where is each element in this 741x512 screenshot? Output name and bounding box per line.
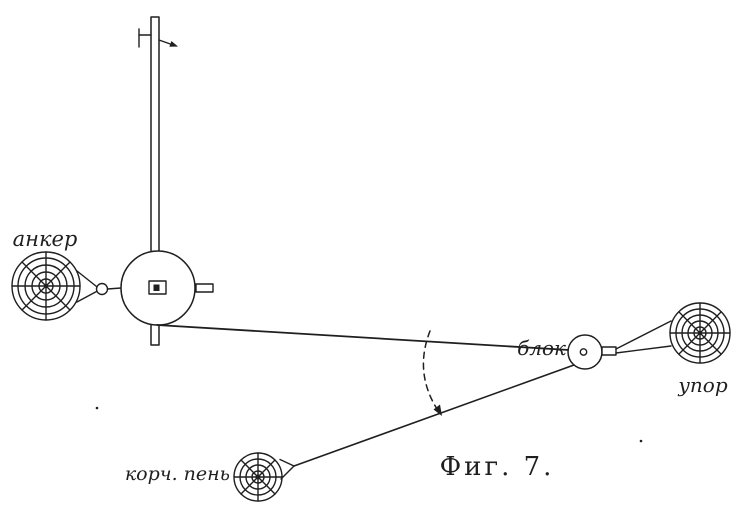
label-stump: корч. пень	[125, 463, 230, 485]
stump-link	[279, 458, 295, 480]
stop-coil	[669, 302, 731, 364]
stop-link	[601, 320, 672, 356]
stump-coil	[233, 452, 283, 502]
figure-caption: Фиг. 7.	[440, 452, 555, 482]
label-anchor: анкер	[13, 227, 78, 251]
label-pulley: блок	[517, 336, 566, 360]
main-rope	[156, 324, 570, 351]
mast-pole	[150, 16, 160, 346]
label-stop: упор	[677, 373, 728, 397]
stump-rope	[293, 364, 575, 467]
winch-drum	[120, 250, 214, 326]
ink-speck	[639, 439, 643, 443]
ink-speck	[95, 406, 99, 410]
anchor-link	[76, 270, 122, 303]
anchor-coil	[11, 251, 81, 321]
pulley-block	[567, 334, 603, 370]
angle-arc	[422, 330, 442, 416]
pole-top-hook	[138, 28, 178, 48]
